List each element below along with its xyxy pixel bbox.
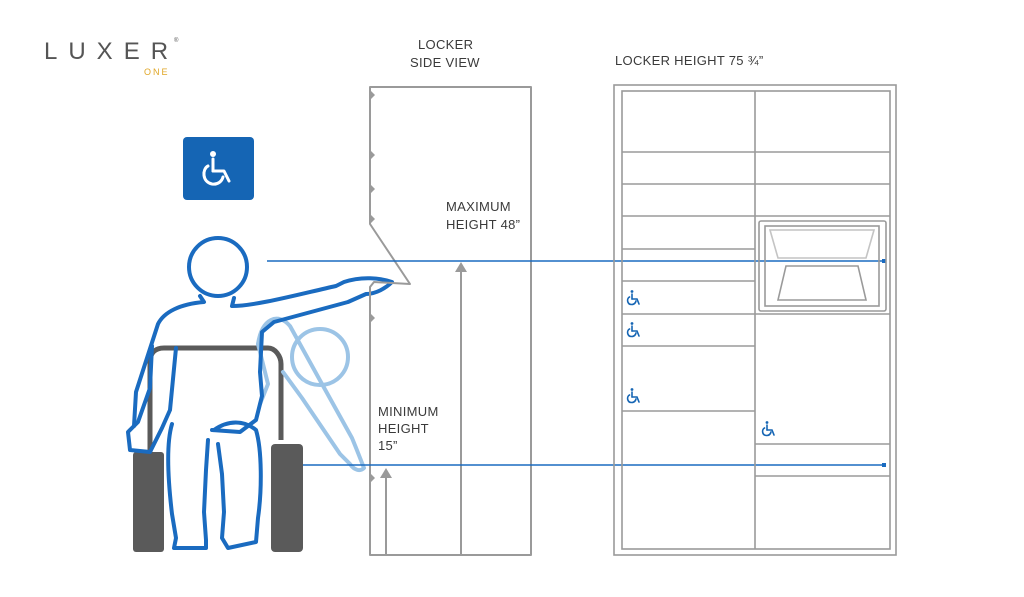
reach-line-endpoints [882,259,886,467]
min-height-arrow [380,468,392,554]
max-height-arrow [455,262,467,554]
reach-lines [267,260,884,466]
side-view-label-line2: SIDE VIEW [410,55,480,70]
wheelchair-icon [626,290,640,306]
wheelchair-icon [626,322,640,338]
min-height-label-line2: HEIGHT [378,421,429,436]
wheelchair-icon [626,388,640,404]
min-height-label-line1: MINIMUM [378,404,439,419]
wheelchair-icon [201,150,230,186]
min-height-label-line3: 15” [378,438,398,453]
locker-side-view [369,86,532,556]
wheelchair-badge [183,137,254,200]
registered-mark: ® [174,38,179,44]
max-height-label-line2: HEIGHT 48” [446,217,521,232]
wheelchair-icon [761,421,775,437]
locker-side-notches [370,90,375,483]
brand-logo: LUXER [44,38,180,65]
locker-front-view [613,84,897,556]
seated-person-figure [126,236,394,550]
side-view-label-line1: LOCKER [418,37,474,52]
max-height-label-line1: MAXIMUM [446,199,511,214]
locker-height-label: LOCKER HEIGHT 75 ¾” [615,53,764,68]
brand-sub: ONE [144,67,170,77]
